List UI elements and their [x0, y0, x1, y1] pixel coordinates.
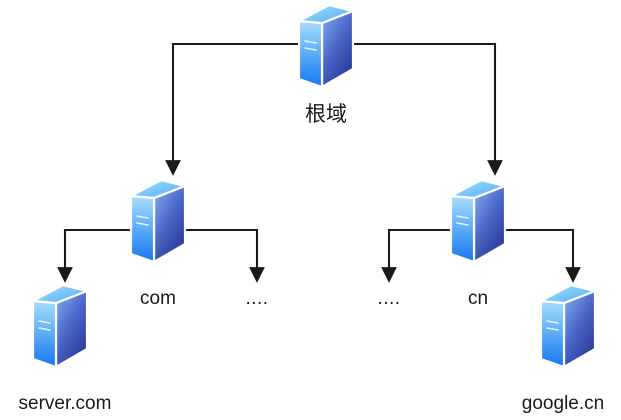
- node-label-cn-ellipsis: ....: [377, 288, 401, 309]
- edge-root-to-com: [165, 42, 307, 176]
- node-label-cn: cn: [467, 288, 489, 309]
- server-icon-root[interactable]: [297, 3, 355, 89]
- server-icon-cn[interactable]: [449, 178, 507, 264]
- node-label-com-ellipsis: ....: [245, 288, 269, 309]
- server-icon-com[interactable]: [129, 178, 187, 264]
- edge-com-to-ellipsis: [183, 228, 265, 283]
- server-icon-google-cn[interactable]: [539, 283, 597, 369]
- edge-cn-to-google-cn: [503, 228, 581, 283]
- node-label-root: 根域: [305, 103, 347, 126]
- edge-cn-to-ellipsis: [381, 228, 453, 283]
- connector-group: [57, 42, 581, 283]
- edge-com-to-server-com: [57, 228, 133, 283]
- node-label-server-com: server.com: [18, 393, 112, 414]
- edge-root-to-cn: [338, 42, 503, 176]
- node-label-google-cn: google.cn: [521, 393, 605, 414]
- node-label-com: com: [140, 288, 176, 309]
- server-icon-server-com[interactable]: [31, 283, 89, 369]
